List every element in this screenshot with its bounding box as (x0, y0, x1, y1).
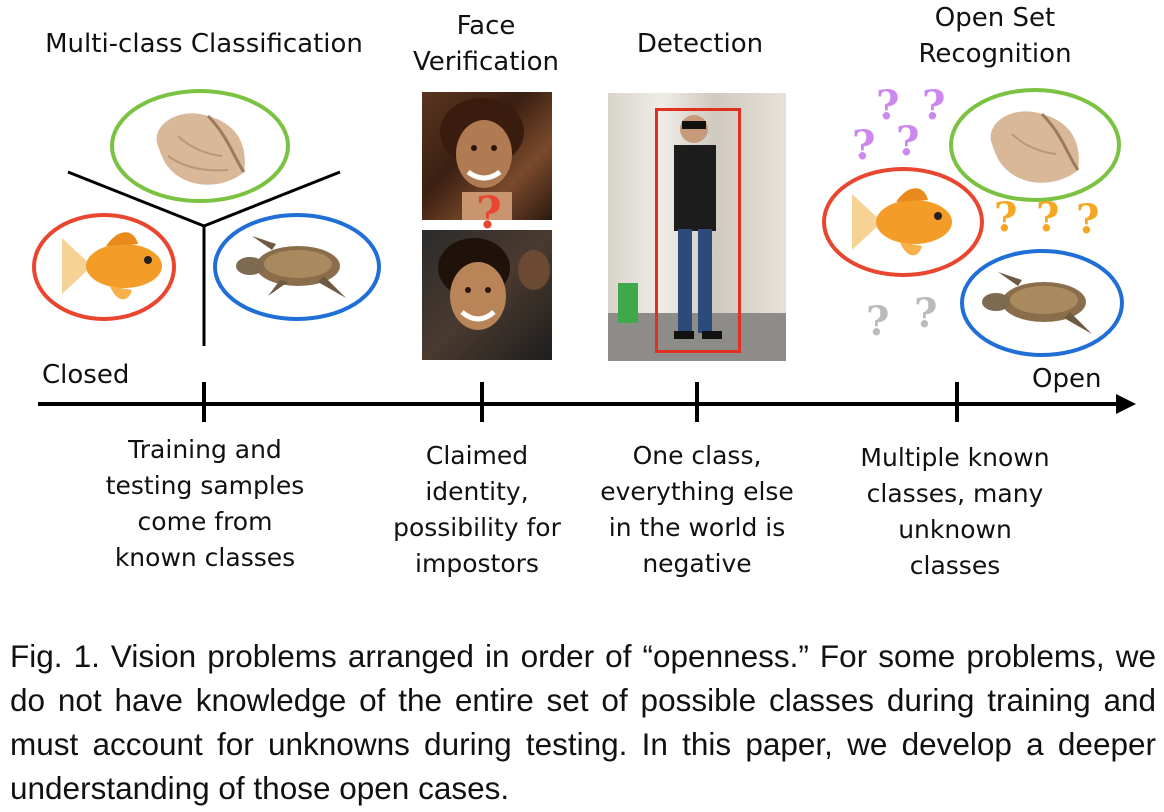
header-multiclass: Multi-class Classification (45, 29, 363, 59)
question-mark-icon: ? (852, 122, 876, 169)
desc-detection: One class, everything else in the world … (600, 441, 794, 578)
axis-arrowhead (1116, 394, 1136, 414)
face-photo-top (422, 92, 552, 220)
header-detection: Detection (636, 29, 764, 59)
green-class-circle (110, 89, 290, 203)
detection-photo (608, 93, 786, 361)
figure-caption: Fig. 1. Vision problems arranged in orde… (10, 638, 1156, 806)
question-mark-icon: ? (914, 290, 938, 337)
header-face-verification: Face Verification (412, 11, 560, 77)
red-class-circle (32, 213, 176, 321)
turtle-icon (236, 236, 346, 298)
open-blue-class-circle (960, 249, 1124, 357)
open-shell-icon (990, 111, 1080, 183)
open-turtle-icon (982, 272, 1092, 334)
face-question-mark: ? (476, 188, 502, 239)
axis-label-closed: Closed (42, 360, 130, 390)
face-portrait-icon (440, 98, 524, 220)
open-green-class-circle (949, 88, 1121, 202)
open-red-class-circle (822, 167, 984, 277)
class-boundary-lines (67, 170, 341, 346)
question-mark-icon: ? (866, 298, 890, 345)
question-mark-icon: ? (876, 82, 900, 129)
pedestrian-scene-icon (608, 115, 786, 361)
question-mark-icon: ? (922, 82, 946, 129)
axis-label-open: Open (1032, 364, 1102, 394)
detection-bounding-box (655, 108, 741, 353)
goldfish-icon (62, 232, 162, 300)
open-goldfish-icon (852, 188, 952, 256)
blue-class-circle (213, 213, 381, 321)
desc-openset: Multiple known classes, many unknown cla… (860, 443, 1050, 580)
face-photo-bottom (422, 230, 552, 360)
question-mark-icon: ? (1036, 194, 1060, 241)
desc-multiclass: Training and testing samples come from k… (105, 435, 305, 572)
shell-icon (156, 113, 246, 185)
face-portrait-icon (438, 238, 550, 330)
question-mark-icon: ? (994, 194, 1018, 241)
question-mark-icon: ? (896, 118, 920, 165)
question-mark-icon: ? (1076, 196, 1100, 243)
header-open-set: Open Set Recognition (918, 3, 1072, 69)
desc-face: Claimed identity, possibility for impost… (393, 441, 561, 578)
